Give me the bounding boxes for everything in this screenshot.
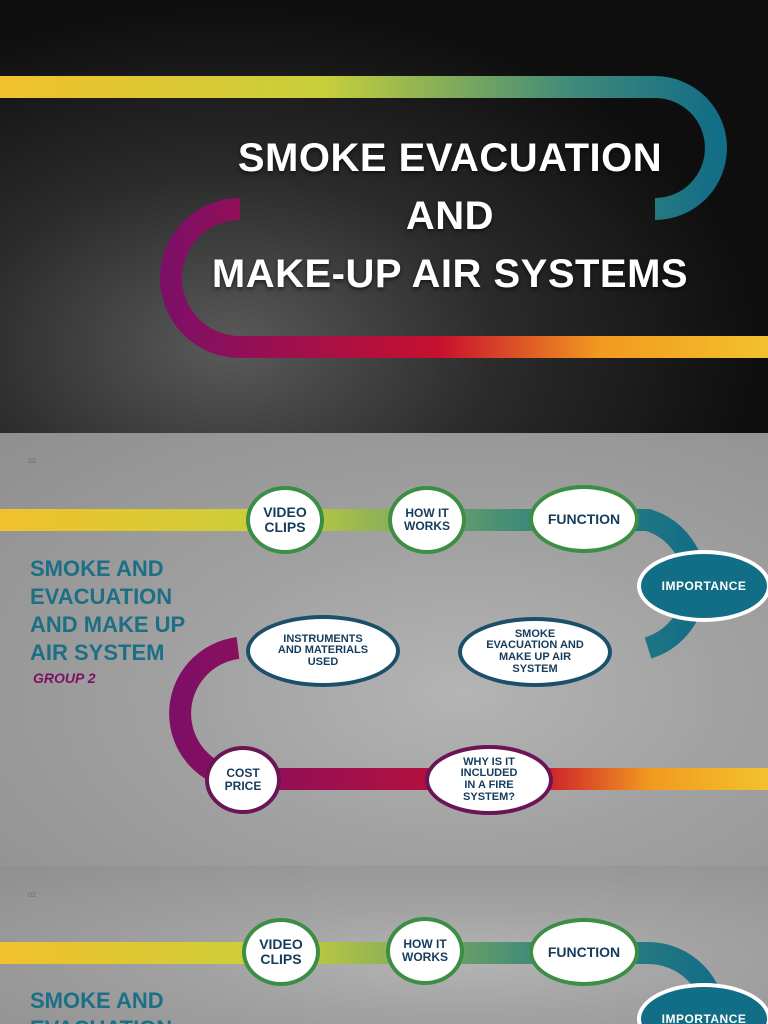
heading-line: AND MAKE UP — [30, 612, 186, 637]
node-function[interactable]: FUNCTION — [529, 485, 639, 553]
node-how-it-works[interactable]: HOW IT WORKS — [388, 486, 466, 554]
title-line-3: MAKE-UP AIR SYSTEMS — [211, 252, 689, 296]
heading-line: EVACUATION — [30, 1015, 172, 1024]
heading-line: SMOKE AND — [30, 556, 164, 581]
node-why-included[interactable]: WHY IS IT INCLUDED IN A FIRE SYSTEM? — [425, 745, 553, 815]
node-importance[interactable]: IMPORTANCE — [637, 550, 768, 622]
node-cost-price[interactable]: COST PRICE — [205, 746, 281, 814]
section-heading: SMOKE AND EVACUATION — [30, 987, 172, 1024]
slide-number: 02 — [28, 458, 36, 465]
node-how-it-works[interactable]: HOW IT WORKS — [386, 917, 464, 985]
heading-line: SMOKE AND — [30, 988, 164, 1013]
road-bottom-segment — [160, 198, 768, 358]
section-heading: SMOKE AND EVACUATION AND MAKE UP AIR SYS… — [30, 555, 185, 667]
road-top-segment — [0, 76, 727, 220]
node-video-clips[interactable]: VIDEO CLIPS — [242, 918, 320, 986]
node-video-clips[interactable]: VIDEO CLIPS — [246, 486, 324, 554]
heading-line: EVACUATION — [30, 584, 173, 609]
roadmap-slide: 02 SMOKE AND EVACUATION AND MAKE UP AIR … — [0, 433, 768, 866]
slide-number: 02 — [28, 892, 36, 899]
title-line-2: AND — [405, 194, 495, 238]
roadmap-slide-duplicate: 02 SMOKE AND EVACUATION VIDEO CLIPS HOW … — [0, 866, 768, 1024]
title-road-graphic — [0, 76, 768, 358]
title-slide: SMOKE EVACUATION AND MAKE-UP AIR SYSTEMS — [0, 0, 768, 433]
node-smoke-evacuation-system[interactable]: SMOKE EVACUATION AND MAKE UP AIR SYSTEM — [458, 617, 612, 687]
node-instruments-materials[interactable]: INSTRUMENTS AND MATERIALS USED — [246, 615, 400, 687]
node-function[interactable]: FUNCTION — [529, 918, 639, 986]
group-label: GROUP 2 — [33, 670, 96, 686]
title-line-1: SMOKE EVACUATION — [237, 136, 663, 180]
heading-line: AIR SYSTEM — [30, 640, 165, 665]
